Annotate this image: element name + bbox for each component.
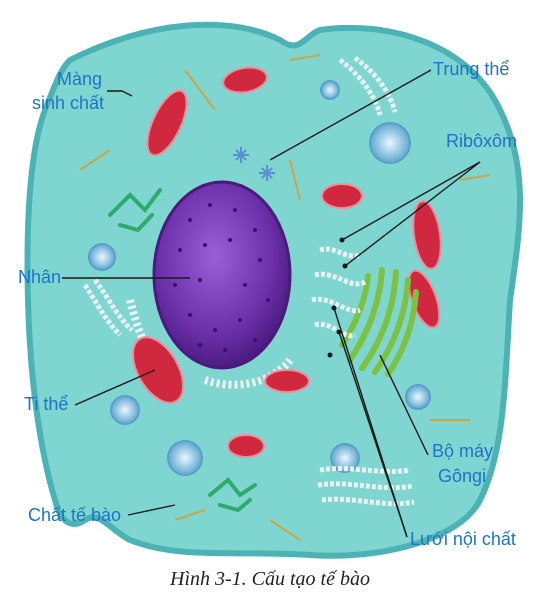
label-cytoplasm: Chất tế bào	[28, 504, 121, 526]
label-centrosome: Trung thể	[433, 58, 509, 80]
label-ribosome: Ribôxôm	[446, 130, 517, 152]
label-golgi-line2: Gôngi	[438, 465, 486, 487]
label-er: Lưới nội chất	[410, 528, 516, 550]
label-nucleus: Nhân	[18, 266, 61, 288]
label-membrane-line1: Màng	[57, 68, 102, 90]
figure-caption: Hình 3-1. Cấu tạo tế bào	[0, 568, 540, 591]
label-membrane-line2: sinh chất	[32, 92, 104, 114]
label-mitochondria: Ti thể	[24, 393, 68, 415]
label-golgi-line1: Bộ máy	[432, 440, 493, 462]
